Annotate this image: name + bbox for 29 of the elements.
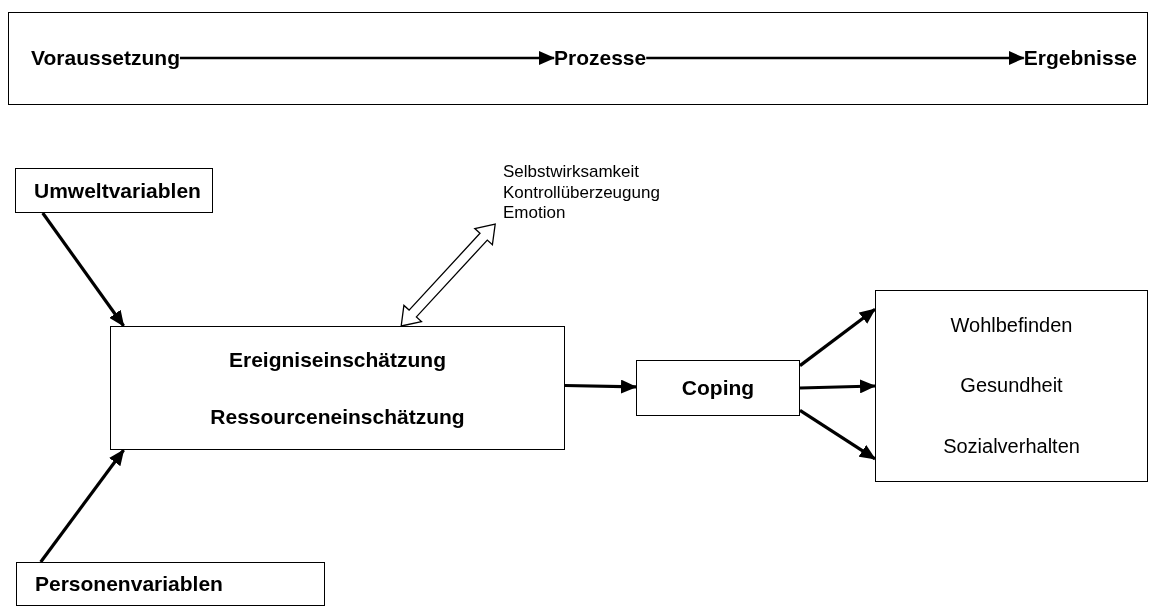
arrow bbox=[799, 307, 876, 367]
arrow bbox=[41, 212, 125, 327]
box-label: Wohlbefinden bbox=[950, 313, 1073, 337]
arrow bbox=[646, 51, 1025, 65]
arrow bbox=[564, 379, 637, 394]
factor-label: Emotion bbox=[503, 203, 567, 225]
stage-label: Voraussetzung bbox=[31, 46, 180, 70]
box-label: Ressourceneinschätzung bbox=[210, 404, 465, 429]
arrow bbox=[799, 409, 876, 461]
process-box bbox=[110, 326, 565, 450]
arrow bbox=[799, 379, 876, 394]
box-label: Coping bbox=[681, 376, 755, 400]
arrow bbox=[39, 449, 125, 563]
stage-label: Prozesse bbox=[554, 46, 647, 70]
double-arrow bbox=[400, 223, 496, 327]
arrow bbox=[179, 51, 555, 65]
box-label: Umweltvariablen bbox=[34, 178, 201, 203]
process-box bbox=[16, 562, 325, 606]
box-label: Personenvariablen bbox=[35, 572, 223, 596]
process-box bbox=[15, 168, 213, 213]
factor-label: Selbstwirksamkeit bbox=[503, 162, 641, 183]
header-band bbox=[8, 12, 1148, 105]
factor-label: Kontrollüberzeugung bbox=[503, 182, 660, 204]
stage-label: Ergebnisse bbox=[1023, 46, 1137, 70]
box-label: Sozialverhalten bbox=[943, 435, 1080, 459]
process-box bbox=[875, 290, 1148, 482]
box-label: Ereigniseinschätzung bbox=[228, 347, 446, 372]
process-box bbox=[636, 360, 800, 416]
box-label: Gesundheit bbox=[960, 374, 1063, 398]
